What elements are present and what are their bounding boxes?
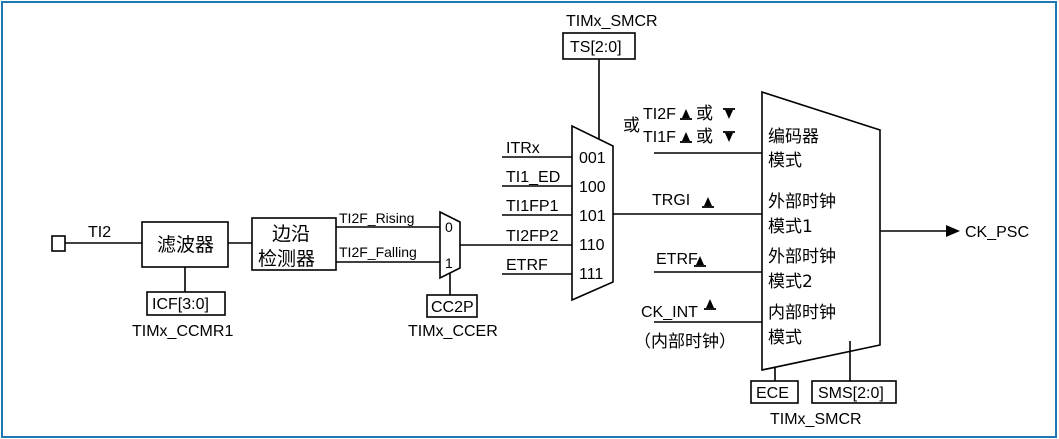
mode-ext1-line2: 模式1 — [768, 217, 813, 237]
ti2f-falling-icon — [722, 108, 736, 120]
ck-psc-arrow-icon — [946, 225, 960, 237]
filter-block — [141, 221, 229, 268]
encoder-or-prefix: 或 — [623, 116, 640, 136]
trig-input-etrf: ETRF — [506, 257, 548, 274]
ts-field-label: TS[2:0] — [570, 39, 622, 56]
ti2f-rising-icon — [679, 108, 693, 120]
mode-ext2-line1: 外部时钟 — [768, 247, 836, 267]
sms-field-box — [811, 380, 897, 404]
mode-int-line1: 内部时钟 — [768, 303, 836, 323]
ti2-label: TI2 — [88, 224, 111, 241]
icf-field-label: ICF[3:0] — [152, 296, 209, 313]
trig-input-itrx: ITRx — [506, 140, 540, 157]
sms-field-label: SMS[2:0] — [818, 385, 884, 402]
trig-code-110: 110 — [579, 237, 605, 254]
encoder-ti1f-or: 或 — [696, 127, 713, 147]
trig-code-101: 101 — [579, 208, 606, 225]
polarity-mux — [439, 210, 461, 280]
ck-int-note: （内部时钟） — [634, 332, 736, 352]
ck-psc-label: CK_PSC — [965, 224, 1029, 241]
cc2p-field-box — [426, 294, 478, 318]
ti1f-falling-icon — [722, 131, 736, 143]
cc2p-field-label: CC2P — [431, 299, 474, 316]
trig-input-ti1fp1: TI1FP1 — [506, 198, 559, 215]
trig-code-111: 111 — [579, 266, 603, 283]
edge-detector-label-2: 检测器 — [258, 248, 315, 270]
trig-code-100: 100 — [579, 179, 606, 196]
mode-int-line2: 模式 — [768, 328, 802, 348]
polarity-mux-in1: 1 — [445, 255, 453, 271]
trig-code-001: 001 — [579, 150, 606, 167]
mode-encoder-line2: 模式 — [768, 151, 802, 171]
ece-field-box — [750, 380, 799, 404]
edge-detector-block — [251, 217, 337, 271]
mode-selector — [761, 90, 881, 371]
ti2-input-pin — [51, 235, 66, 252]
mode-ext1-line1: 外部时钟 — [768, 192, 836, 212]
filter-label: 滤波器 — [157, 234, 214, 256]
ece-field-label: ECE — [756, 385, 789, 402]
edge-detector-label-1: 边沿 — [272, 223, 310, 245]
trgi-rising-icon — [701, 196, 715, 208]
trig-input-ti1ed: TI1_ED — [506, 169, 560, 186]
mode-encoder-line1: 编码器 — [768, 127, 819, 147]
rising-label: TI2F_Rising — [339, 210, 414, 226]
ccer-register-label: TIMx_CCER — [408, 323, 498, 340]
ck-int-rising-icon — [703, 298, 717, 310]
smcr-bottom-register-label: TIMx_SMCR — [770, 411, 862, 428]
mode-ext2-line2: 模式2 — [768, 272, 813, 292]
encoder-ti2f-or: 或 — [696, 104, 713, 124]
polarity-mux-in0: 0 — [445, 219, 453, 235]
trigger-mux — [571, 124, 614, 302]
ti1f-rising-icon — [679, 131, 693, 143]
ck-int-label: CK_INT — [641, 304, 698, 321]
ts-register-label: TIMx_SMCR — [566, 13, 658, 30]
ccmr1-register-label: TIMx_CCMR1 — [132, 323, 233, 340]
trig-input-ti2fp2: TI2FP2 — [506, 228, 559, 245]
icf-field-box — [146, 291, 226, 316]
falling-label: TI2F_Falling — [339, 244, 417, 260]
encoder-ti2f-label: TI2F — [643, 106, 676, 123]
trgi-label: TRGI — [652, 192, 690, 209]
etrf-mode-label: ETRF — [656, 251, 698, 268]
encoder-ti1f-label: TI1F — [643, 129, 676, 146]
